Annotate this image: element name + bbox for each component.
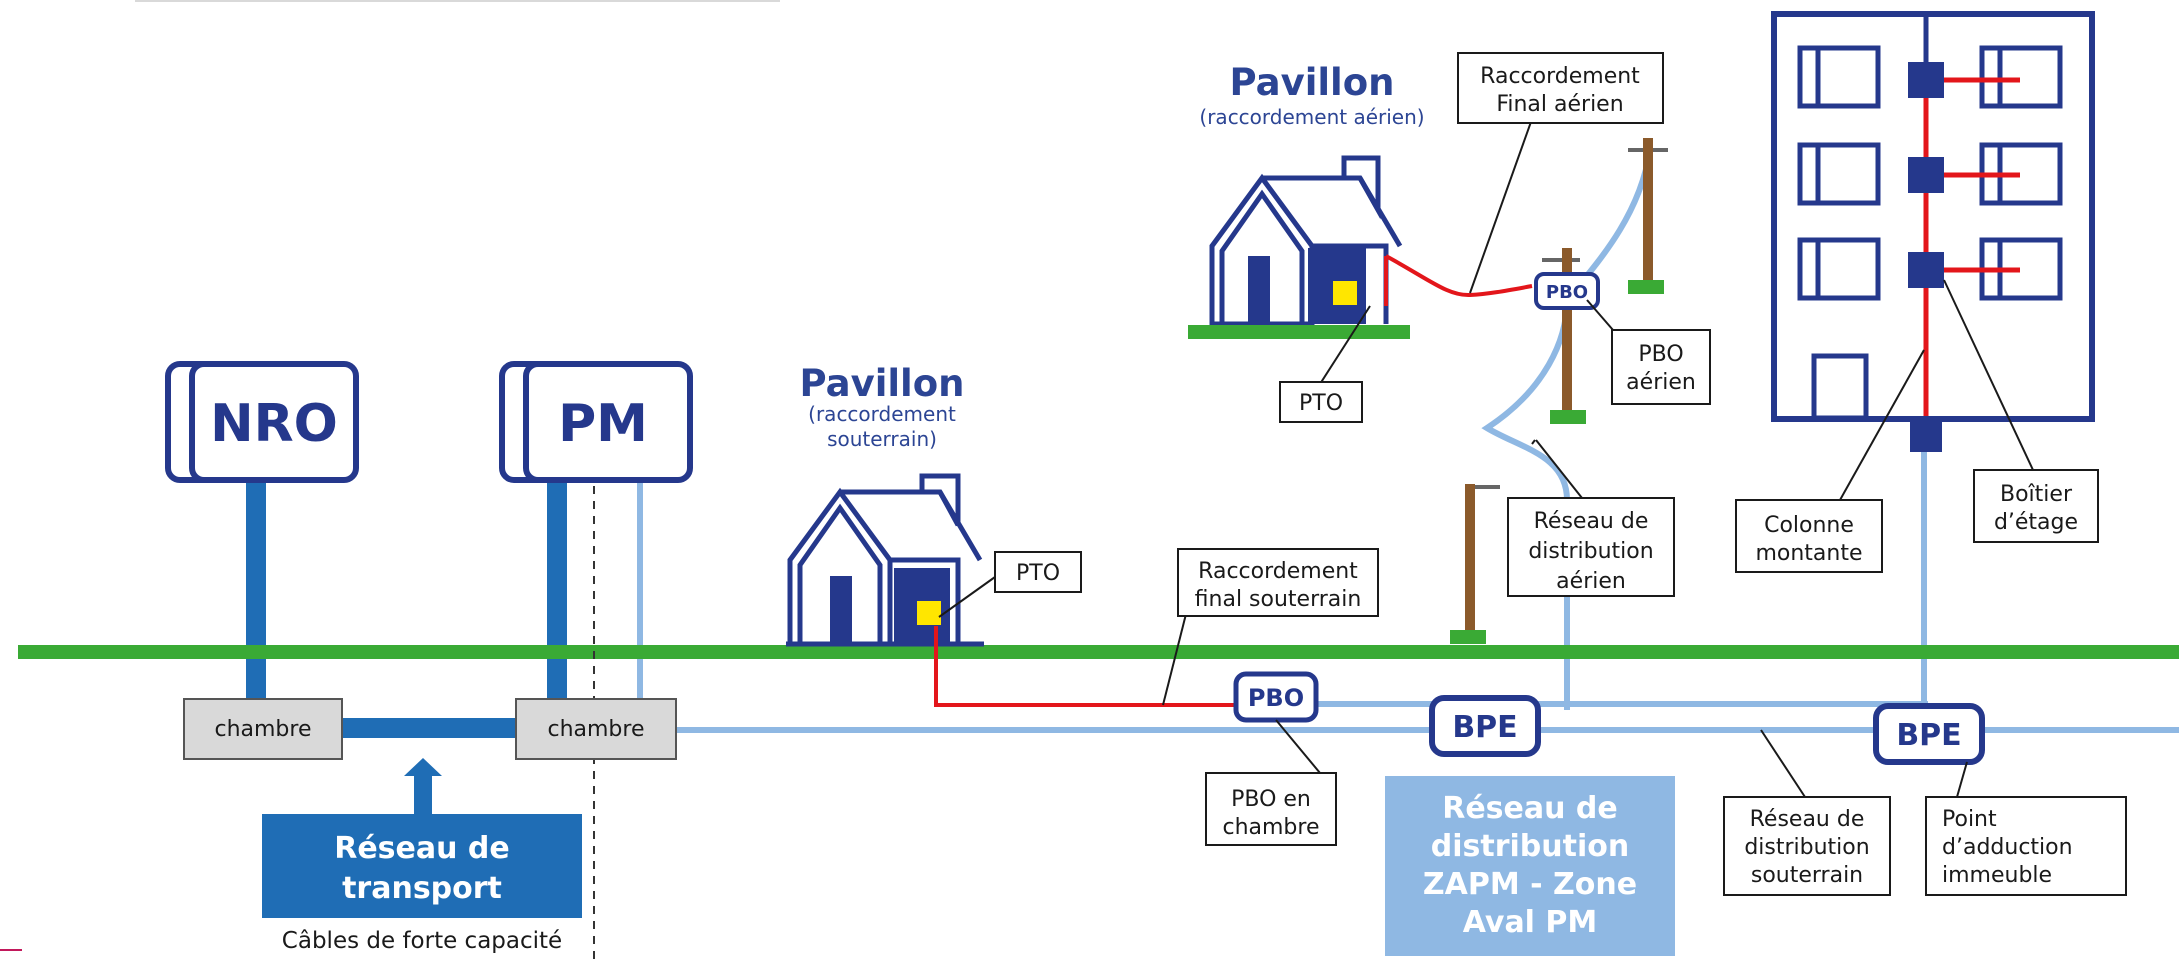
house-aerial: Pavillon (raccordement aérien) [1188, 61, 1425, 339]
house-aerial-subtitle: (raccordement aérien) [1199, 105, 1424, 129]
pto-aerial-icon [1331, 279, 1359, 307]
label-reseau-souterrain: Réseau de distribution souterrain [1723, 796, 1891, 896]
label-colonne-1: Colonne [1764, 513, 1854, 538]
zapm-line-3: ZAPM - Zone [1423, 867, 1637, 902]
label-reseau-aerien-3: aérien [1556, 569, 1626, 594]
pm-label: PM [558, 394, 648, 454]
chamber-right-label: chambre [547, 717, 644, 742]
label-boitier-2: d’étage [1994, 510, 2078, 535]
house-aerial-icon [1209, 155, 1403, 327]
bpe-box-2: BPE [1873, 703, 1985, 765]
zapm-line-1: Réseau de [1442, 791, 1618, 826]
label-pbo-aerien-1: PBO [1638, 342, 1683, 367]
label-pbo-chambre: PBO en chambre [1205, 772, 1337, 846]
pbo-aerial-label: PBO [1546, 282, 1588, 303]
pbo-chamber-label: PBO [1248, 684, 1304, 712]
transport-title-1: Réseau de [334, 831, 510, 866]
label-reseau-sout-1: Réseau de [1750, 807, 1865, 832]
label-pbo-aerien-2: aérien [1626, 370, 1696, 395]
pole-2 [1562, 248, 1572, 414]
utility-poles [1450, 138, 1668, 644]
label-pbo-chambre-2: chambre [1222, 815, 1319, 840]
ground-line [18, 645, 2179, 659]
zapm-line-2: distribution [1431, 829, 1629, 864]
label-raccord-souterrain: Raccordement final souterrain [1177, 548, 1379, 617]
label-reseau-sout-2: distribution [1744, 835, 1869, 860]
pole-3 [1643, 138, 1653, 286]
label-raccord-sout-2: final souterrain [1195, 587, 1362, 612]
transport-up-arrow-icon [404, 758, 442, 816]
label-pbo-aerien: PBO aérien [1611, 329, 1711, 405]
label-reseau-aerien-1: Réseau de [1534, 509, 1649, 534]
house-underground-subtitle-2: souterrain) [827, 427, 937, 451]
transport-cables [246, 478, 567, 738]
underground-drop-cable [934, 626, 1234, 707]
transport-callout: Réseau de transport Câbles de forte capa… [262, 758, 582, 954]
bpe-1-label: BPE [1452, 710, 1517, 745]
label-colonne-2: montante [1755, 541, 1862, 566]
label-raccord-aerien-2: Final aérien [1496, 92, 1623, 117]
pm-node: PM [499, 361, 693, 483]
house-underground-title: Pavillon [799, 362, 964, 405]
pbo-chamber-box: PBO [1233, 671, 1319, 723]
chamber-left: chambre [183, 698, 343, 760]
house-underground: Pavillon (raccordement souterrain) [786, 362, 984, 647]
label-pbo-chambre-1: PBO en [1231, 787, 1311, 812]
label-pto-bottom: PTO [994, 551, 1082, 593]
label-reseau-sout-3: souterrain [1751, 863, 1863, 888]
bpe-box-1: BPE [1429, 695, 1541, 757]
label-boitier-etage: Boîtier d’étage [1973, 469, 2099, 543]
nro-node: NRO [165, 361, 359, 483]
bpe-2-label: BPE [1896, 718, 1961, 753]
label-adduction-2: d’adduction [1942, 835, 2073, 860]
label-boitier-1: Boîtier [2000, 482, 2073, 507]
zapm-line-4: Aval PM [1463, 905, 1598, 940]
transport-caption: Câbles de forte capacité [282, 928, 562, 954]
callout-leaders [938, 118, 2034, 798]
transport-title-2: transport [342, 871, 502, 906]
label-adduction-1: Point [1942, 807, 1997, 832]
label-reseau-aerien: Réseau de distribution aérien [1507, 497, 1675, 597]
label-adduction: Point d’adduction immeuble [1925, 796, 2127, 896]
chamber-left-label: chambre [214, 717, 311, 742]
pto-underground-icon [915, 599, 943, 627]
zapm-callout: Réseau de distribution ZAPM - Zone Aval … [1385, 776, 1675, 956]
label-pto-top: PTO [1279, 381, 1363, 423]
apartment-building [1771, 11, 2095, 452]
aerial-drop-cable [1384, 254, 1533, 306]
house-aerial-title: Pavillon [1229, 61, 1394, 104]
label-pto-top-text: PTO [1299, 391, 1343, 416]
chamber-right: chambre [515, 698, 677, 760]
house-underground-icon [786, 473, 984, 647]
house-aerial-ground [1188, 325, 1410, 339]
pbo-aerial-box: PBO [1534, 272, 1600, 310]
label-raccord-sout-1: Raccordement [1198, 559, 1358, 584]
label-raccord-aerien-1: Raccordement [1480, 64, 1640, 89]
label-colonne-montante: Colonne montante [1735, 499, 1883, 573]
label-reseau-aerien-2: distribution [1528, 539, 1653, 564]
pole-1 [1465, 484, 1475, 634]
label-pto-bottom-text: PTO [1016, 561, 1060, 586]
label-adduction-3: immeuble [1942, 863, 2052, 888]
nro-label: NRO [210, 394, 338, 454]
label-raccord-aerien: Raccordement Final aérien [1457, 52, 1664, 124]
house-underground-subtitle-1: (raccordement [808, 402, 956, 426]
